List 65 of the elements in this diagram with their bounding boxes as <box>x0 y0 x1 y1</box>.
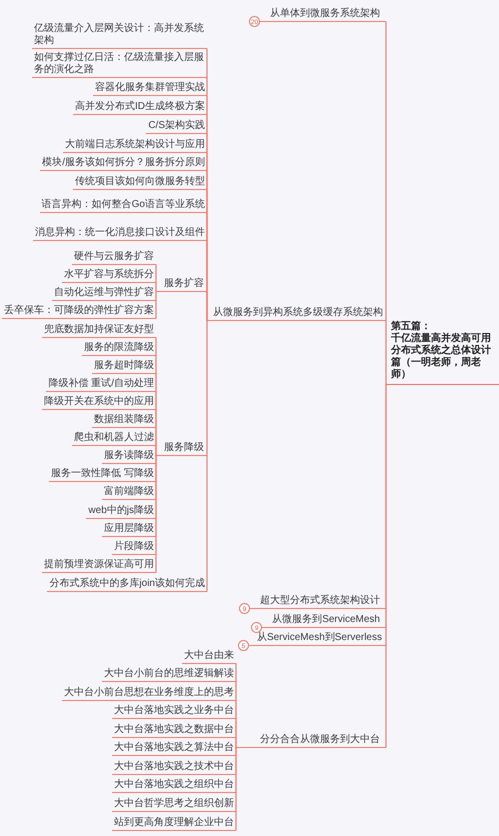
connector-line <box>206 320 210 592</box>
topic-text: 站到更高角度理解企业中台 <box>114 817 234 829</box>
topic-text: 从ServiceMesh到Serverless <box>256 632 382 644</box>
topic-text: 容器化服务集群管理实战 <box>95 82 205 94</box>
branch-topic <box>210 306 386 321</box>
connector-line <box>235 746 250 830</box>
topic-text: 大中台小前台的思维逻辑解读 <box>104 668 234 680</box>
subtopic <box>161 277 207 292</box>
topic-text: 水平扩容与系统拆分 <box>64 269 154 281</box>
topic-text: 从微服务到ServiceMesh <box>272 614 380 626</box>
topic-text: 语言异构：如何整合Go语言等业系统 <box>42 199 205 211</box>
branch-topic <box>262 613 386 628</box>
topic-text: C/S架构实践 <box>148 120 205 132</box>
topic-text: 超大型分布式系统架构设计 <box>260 595 380 607</box>
topic-text: 丢卒保车：可降级的弹性扩容方案 <box>4 305 154 317</box>
topic-text: 大中台落地实践之技术中台 <box>114 761 234 773</box>
connector-line <box>155 290 161 318</box>
topic-text: 模块/服务该如何拆分？服务拆分原则 <box>42 157 205 169</box>
topic-text: 分布式系统中的多库join该如何完成 <box>49 578 205 590</box>
branch-topic <box>250 733 386 748</box>
topic-text: 服务的限流降级 <box>84 342 154 354</box>
topic-text: 大中台落地实践之业务中台 <box>114 705 234 717</box>
topic-text: 爬虫和机器人过滤 <box>74 432 154 444</box>
topic-text: 大中台落地实践之算法中台 <box>114 742 234 754</box>
topic-text: 传统项目该如何向微服务转型 <box>75 176 205 188</box>
topic-text: 亿级流量介入层网关设计：高并发系统架构 <box>34 23 205 47</box>
branch-topic <box>250 594 386 609</box>
topic-text: 应用层降级 <box>104 523 154 535</box>
topic-text: 大中台由来 <box>184 650 234 662</box>
topic-text: 自动化运维与弹性扩容 <box>54 287 154 299</box>
topic-text: 服务读降级 <box>104 450 154 462</box>
topic-text: 服务超时降级 <box>94 360 154 372</box>
topic-text: 从单体到微服务系统架构 <box>270 8 380 20</box>
topic-text: 服务降级 <box>164 442 204 454</box>
topic-text: 兜底数据加持保证友好型 <box>44 324 154 336</box>
topic-text: 如何支撑过亿日活：亿级流量接入层服务的演化之路 <box>34 52 205 76</box>
topic-text: 片段降级 <box>114 541 154 553</box>
subtopic <box>161 441 207 456</box>
topic-text: 降级开关在系统中的应用 <box>44 396 154 408</box>
connector-line <box>206 292 210 322</box>
topic-text: 消息异构：统一化消息接口设计及组件 <box>35 227 205 239</box>
topic-text: 分分合合从微服务到大中台 <box>260 734 380 746</box>
topic-text: 硬件与云服务扩容 <box>74 251 154 263</box>
connector-line <box>385 384 387 748</box>
branch-topic <box>248 631 386 646</box>
topic-text: 降级补偿 重试/自动处理 <box>48 378 154 390</box>
topic-text: 大中台落地实践之组织中台 <box>114 779 234 791</box>
topic-text: web中的js降级 <box>88 505 154 517</box>
central-topic <box>386 320 499 385</box>
branch-topic <box>260 7 386 22</box>
topic-text: 提前预埋资源保证高可用 <box>44 559 154 571</box>
chapter-title: 千亿流量高并发高可用分布式系统之总体设计篇（一明老师，周老师） <box>391 333 492 381</box>
topic-text: 服务扩容 <box>164 278 204 290</box>
topic-text: 大前端日志系统架构设计与应用 <box>65 139 205 151</box>
connector-line <box>385 320 387 386</box>
chapter-label: 第五篇： <box>391 321 432 332</box>
topic-text: 服务一致性降低 写降级 <box>51 468 154 480</box>
topic-text: 从微服务到异构系统多级缓存系统架构 <box>213 307 383 319</box>
topic-text: 富前端降级 <box>104 486 154 498</box>
topic-text: 大中台哲学思考之组织创新 <box>114 798 234 810</box>
topic-text: 大中台小前台思想在业务维度上的思考 <box>64 687 234 699</box>
topic-text: 大中台落地实践之数据中台 <box>114 724 234 736</box>
connector-line <box>155 454 161 572</box>
topic-text: 数据组装降级 <box>94 414 154 426</box>
topic-text: 高并发分布式ID生成终极方案 <box>75 101 205 113</box>
